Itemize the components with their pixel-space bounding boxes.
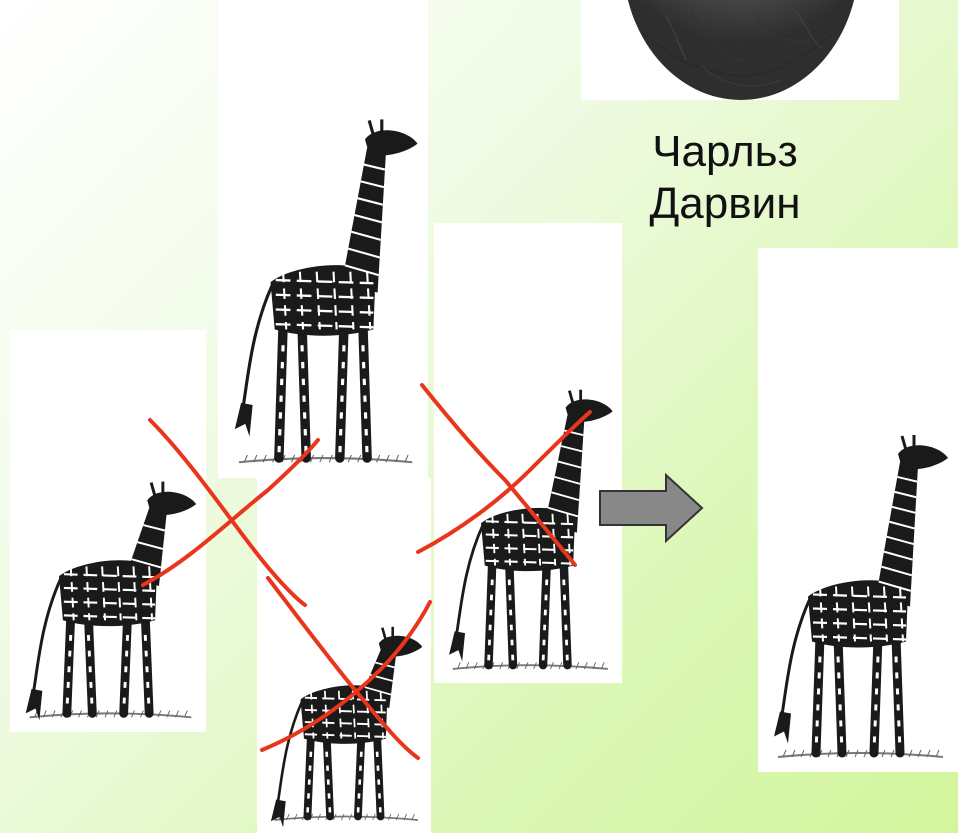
giraffe-card-result	[758, 248, 958, 772]
giraffe-icon	[10, 330, 206, 732]
caption-line-first-name: Чарльз	[620, 126, 830, 178]
giraffe-icon	[257, 478, 431, 833]
giraffe-icon	[218, 0, 428, 478]
giraffe-card-medium	[434, 223, 622, 683]
giraffe-icon	[758, 248, 958, 772]
darwin-portrait-icon	[581, 0, 899, 100]
darwin-portrait	[581, 0, 899, 100]
right-arrow-icon	[598, 473, 704, 543]
giraffe-icon	[434, 223, 622, 683]
caption-line-last-name: Дарвин	[620, 178, 830, 230]
portrait-caption: Чарльз Дарвин	[620, 126, 830, 230]
giraffe-card-short-bottom	[257, 478, 431, 833]
giraffe-card-tall-top	[218, 0, 428, 478]
giraffe-card-short-left	[10, 330, 206, 732]
